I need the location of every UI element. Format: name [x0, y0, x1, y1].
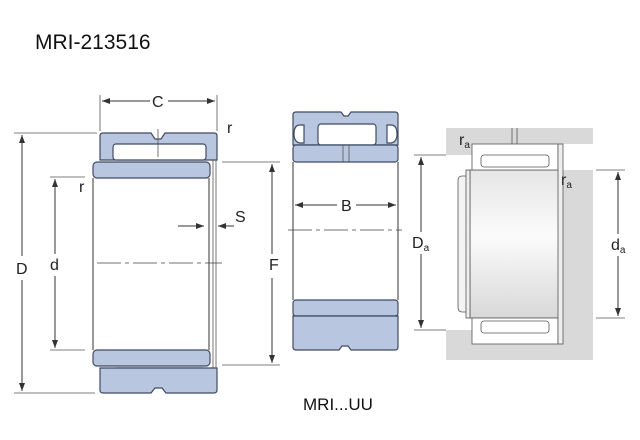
dim-label-da: da — [611, 237, 626, 256]
dim-label-B: B — [341, 198, 352, 215]
sealed-bearing-view: B — [288, 111, 402, 351]
dim-label-ra-shaft: ra — [561, 172, 572, 191]
mounting-view: Da da ra ra — [412, 128, 626, 360]
inner-ring-bottom — [92, 349, 211, 367]
dim-label-S: S — [235, 209, 246, 226]
roller-top — [112, 143, 207, 161]
dim-label-r-top: r — [227, 120, 233, 137]
dim-label-d: d — [50, 257, 59, 274]
dim-label-Da: Da — [412, 235, 430, 254]
product-title: MRI-213516 — [35, 31, 151, 54]
outer-ring-bottom — [99, 367, 218, 394]
dim-label-D: D — [16, 261, 28, 278]
dim-label-F: F — [269, 257, 279, 274]
variant-caption: MRI...UU — [303, 395, 373, 414]
dim-label-r-left: r — [79, 179, 85, 196]
bearing-section-view: C r D d r F S — [14, 94, 280, 394]
dim-label-C: C — [152, 94, 164, 111]
inner-ring-top — [92, 161, 211, 179]
dim-label-ra-housing: ra — [459, 132, 470, 151]
